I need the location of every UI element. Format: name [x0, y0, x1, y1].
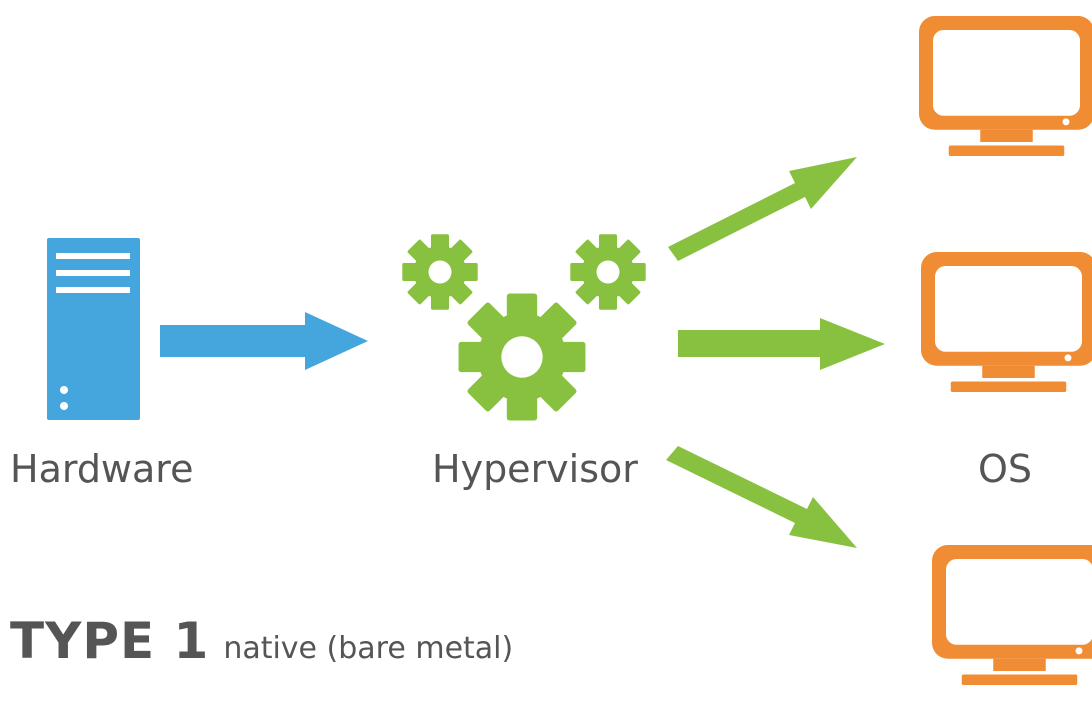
title-type: TYPE 1 — [10, 612, 210, 670]
arrow-hardware-to-hypervisor — [160, 312, 368, 370]
monitor-icon-top — [919, 16, 1092, 156]
monitor-icon-middle — [921, 252, 1092, 392]
arrow-hypervisor-to-os-top — [668, 157, 857, 261]
arrow-hypervisor-to-os-middle — [678, 318, 885, 370]
hardware-label: Hardware — [10, 447, 194, 491]
os-label: OS — [978, 447, 1033, 491]
hypervisor-label: Hypervisor — [432, 447, 638, 491]
server-icon — [47, 238, 140, 420]
monitor-icon-bottom — [932, 545, 1092, 685]
gears-icon — [402, 234, 646, 421]
arrow-hypervisor-to-os-bottom — [666, 446, 857, 548]
diagram-title: TYPE 1 native (bare metal) — [10, 612, 513, 670]
gear-small-left-icon — [402, 234, 478, 310]
title-subtitle: native (bare metal) — [223, 631, 514, 666]
gear-small-right-icon — [570, 234, 646, 310]
gear-large-icon — [458, 293, 586, 421]
